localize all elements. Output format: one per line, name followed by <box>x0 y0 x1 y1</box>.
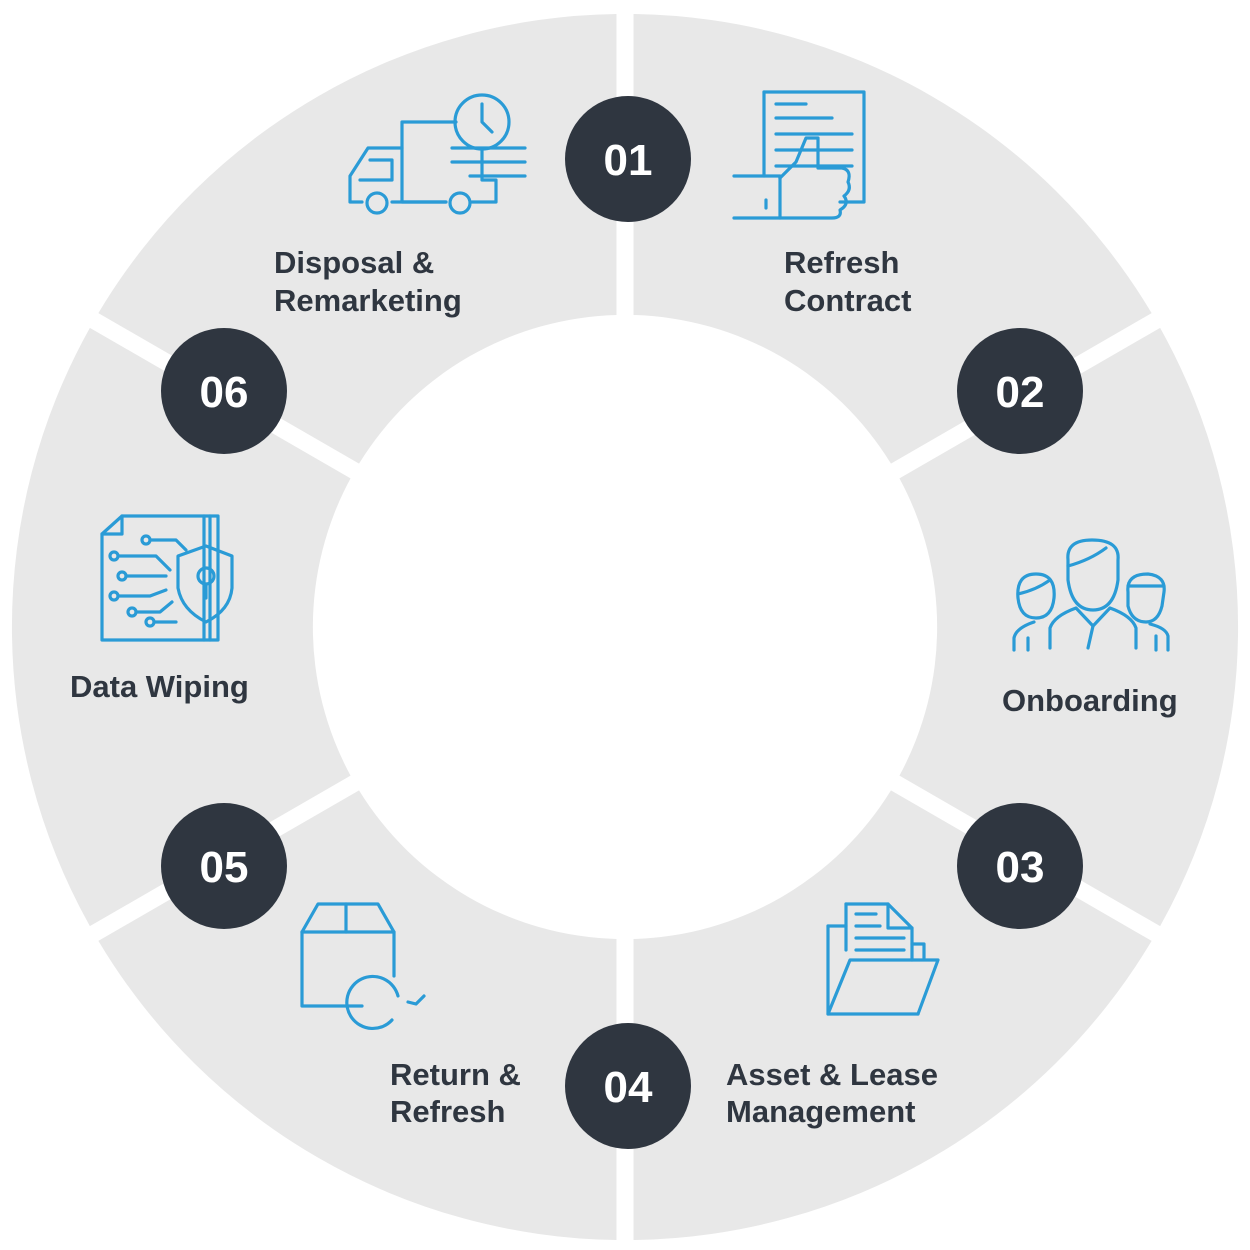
step-label-line: Return & <box>390 1057 521 1092</box>
badge-number: 03 <box>996 843 1045 892</box>
badge-circle <box>957 328 1083 454</box>
badge-circle <box>565 96 691 222</box>
badge-number: 04 <box>604 1063 653 1112</box>
badge-circle <box>161 803 287 929</box>
step-badge-03: 03 <box>957 803 1083 929</box>
truck-clock-icon <box>348 93 527 215</box>
step-label-line: Refresh <box>784 245 899 280</box>
badge-circle <box>161 328 287 454</box>
step-label-line: Contract <box>784 283 911 318</box>
step-label-line: Asset & Lease <box>726 1057 938 1092</box>
segment-data-wiping <box>11 327 351 927</box>
badge-circle <box>957 803 1083 929</box>
step-label-05: Data Wiping <box>70 669 249 704</box>
step-label-06: Disposal & Remarketing <box>274 245 462 318</box>
step-label-line: Management <box>726 1094 915 1129</box>
folder-documents-icon <box>826 902 940 1016</box>
badge-number: 02 <box>996 368 1045 417</box>
box-return-icon <box>300 902 426 1031</box>
step-label-04: Return & Refresh <box>390 1057 521 1129</box>
segment-onboarding <box>899 327 1239 927</box>
badge-number: 01 <box>604 136 653 185</box>
step-label-line: Data Wiping <box>70 669 249 704</box>
data-shield-icon <box>100 514 234 642</box>
step-badge-01: 01 <box>565 96 691 222</box>
step-label-line: Remarketing <box>274 283 462 318</box>
step-label-01: Refresh Contract <box>784 245 911 318</box>
step-label-line: Onboarding <box>1002 683 1178 718</box>
step-badge-06: 06 <box>161 328 287 454</box>
badge-number: 06 <box>200 368 249 417</box>
thumbs-up-document-icon <box>732 90 866 220</box>
step-badge-05: 05 <box>161 803 287 929</box>
team-icon <box>1012 538 1170 652</box>
badge-circle <box>565 1023 691 1149</box>
step-label-line: Refresh <box>390 1094 505 1129</box>
step-badge-02: 02 <box>957 328 1083 454</box>
step-label-02: Onboarding <box>1002 683 1178 718</box>
step-badge-04: 04 <box>565 1023 691 1149</box>
badge-number: 05 <box>200 843 249 892</box>
step-label-03: Asset & Lease Management <box>726 1057 938 1129</box>
step-label-line: Disposal & <box>274 245 434 280</box>
